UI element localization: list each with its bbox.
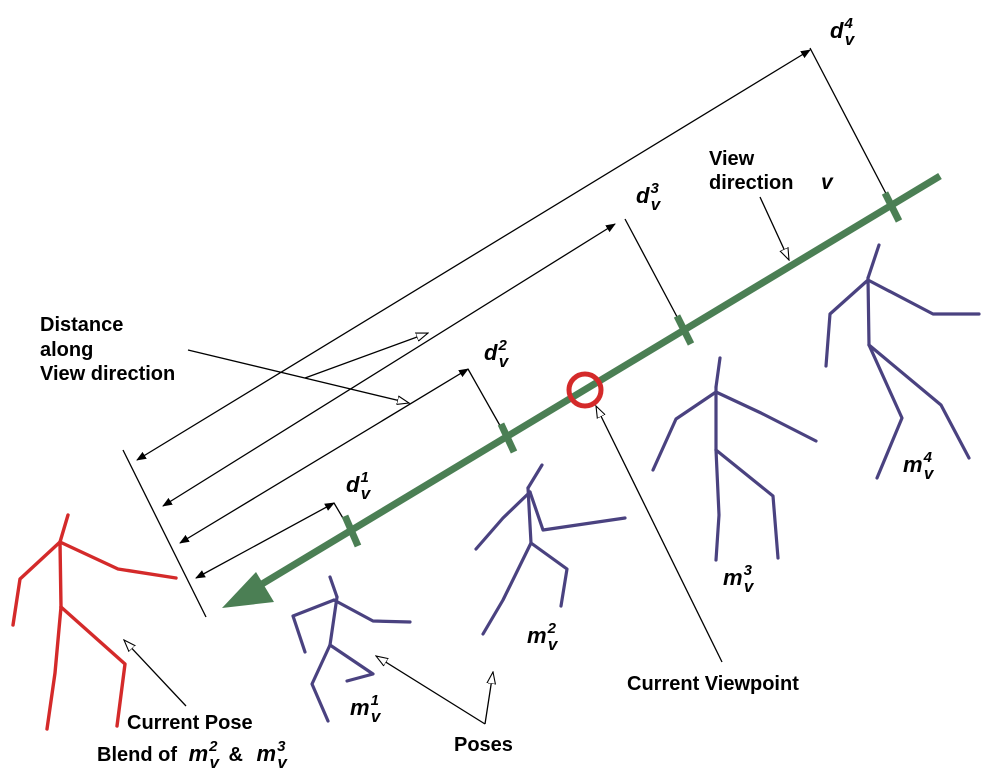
pose-m1-figure bbox=[291, 575, 412, 723]
axis-tick-d1 bbox=[341, 514, 362, 548]
leader-view-direction bbox=[759, 196, 789, 260]
view-direction-symbol: v bbox=[821, 171, 834, 194]
distance-arrow-d3 bbox=[162, 223, 616, 507]
current-viewpoint-label: Current Viewpoint bbox=[627, 673, 799, 695]
distance-label-line3: View direction bbox=[40, 363, 175, 385]
leader-poses-left bbox=[376, 656, 486, 725]
axis-tick-d4 bbox=[881, 191, 903, 223]
leader-current-viewpoint bbox=[596, 406, 723, 663]
leader-distance-upper bbox=[304, 332, 428, 379]
distance-arrow-d1 bbox=[195, 502, 335, 579]
extension-line-d3 bbox=[624, 218, 684, 329]
view-direction-axis[interactable] bbox=[250, 173, 942, 593]
view-direction-label-line2: direction bbox=[709, 172, 793, 194]
poses-label: Poses bbox=[454, 734, 513, 756]
axis-tick-d2 bbox=[497, 422, 518, 454]
distance-arrow-d4 bbox=[136, 49, 811, 461]
pose-m2-figure bbox=[474, 463, 627, 636]
leader-distance-lower bbox=[187, 349, 409, 403]
view-direction-label-line1: View bbox=[709, 148, 755, 170]
leader-poses-right bbox=[484, 672, 493, 725]
current-viewpoint-marker[interactable] bbox=[566, 371, 604, 409]
leader-current-pose bbox=[124, 640, 187, 707]
axis-tick-d3 bbox=[673, 314, 695, 346]
view-direction-arrowhead bbox=[222, 572, 274, 608]
distance-label-line2: along bbox=[40, 339, 93, 361]
pose-m4-figure bbox=[824, 243, 981, 480]
base-line bbox=[122, 449, 207, 618]
distance-arrow-d2 bbox=[179, 368, 469, 544]
pose-m3-figure bbox=[651, 356, 818, 562]
current-pose-label: Current Pose bbox=[127, 712, 253, 734]
extension-line-d4 bbox=[809, 47, 894, 208]
current-pose-figure bbox=[11, 513, 178, 731]
distance-label-line1: Distance bbox=[40, 314, 123, 336]
